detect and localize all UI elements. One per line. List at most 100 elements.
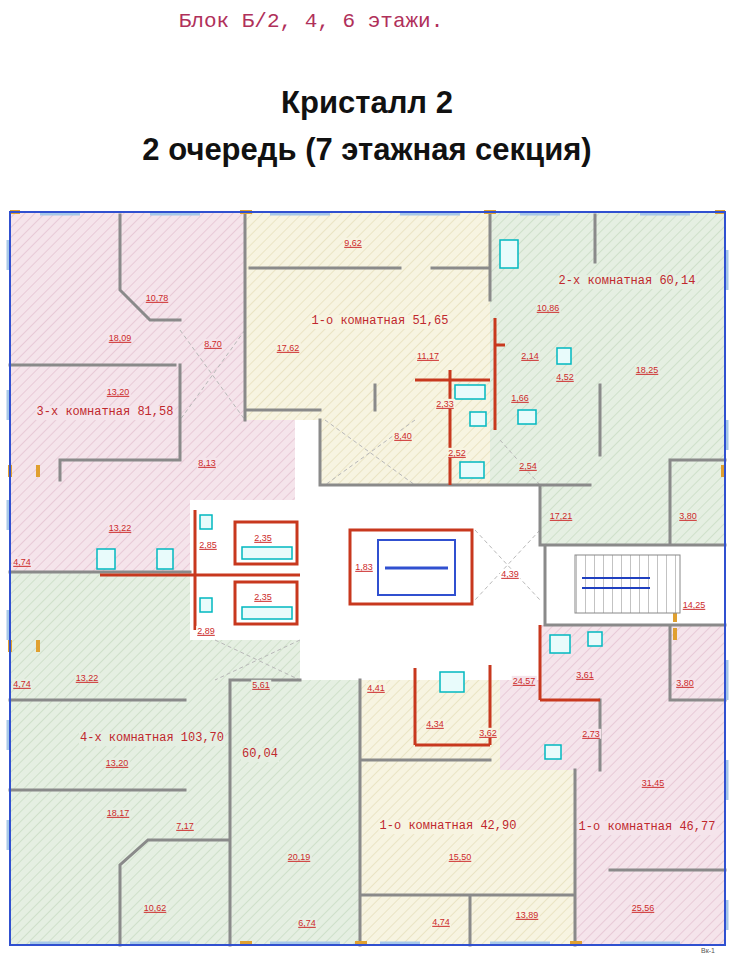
room-area: 2,33 [435,399,455,409]
room-area: 13,20 [106,387,131,397]
label-anchor: 4,74 [12,679,32,689]
label-anchor: 11,17 [416,351,440,361]
sheet-code: Вк-1 [700,947,716,955]
room-area: 17,62 [276,343,301,353]
label-anchor: 5,61 [251,680,271,690]
room-area: 8,13 [197,458,217,468]
label-anchor: 2,89 [196,626,216,636]
room-area: 15,50 [448,852,473,862]
room-area: 2,35 [253,533,273,543]
label-anchor: 7,17 [175,821,195,831]
apartment-area [245,212,490,485]
label-anchor: 1,83 [354,562,374,572]
label-anchor: 1-о комнатная 51,65 [311,315,450,329]
label-anchor: 3-х комнатная 81,58 [36,406,175,420]
block-note: Блок Б/2, 4, 6 этажи. [178,10,445,34]
room-area: 2,14 [520,351,540,361]
label-anchor: 1-о комнатная 42,90 [379,820,518,834]
fixtures [97,240,602,759]
fixture [588,632,602,646]
windows [8,212,727,943]
label-anchor: 20,19 [287,852,312,862]
label-anchor: 13,20 [105,758,130,768]
label-anchor: 9,62 [343,238,363,248]
room-area: 4,39 [500,569,520,579]
fixture [440,672,464,692]
label-anchor: 13,22 [108,523,133,533]
room-area: 1,83 [354,562,374,572]
room-area: 18,09 [108,333,133,343]
room-area: 4,52 [555,372,575,382]
label-anchor: 60,04 [241,748,279,762]
stair-steps [575,555,680,613]
label-anchor: 25,56 [631,903,656,913]
room-area: 3,80 [678,511,698,521]
bathroom [235,582,297,624]
label-anchor: 17,21 [549,511,574,521]
label-anchor: 31,45 [641,778,666,788]
room-area: 2,89 [196,626,216,636]
title-anchor: Кристалл 2 [280,85,454,121]
label-anchor: 10,78 [145,293,170,303]
label-anchor: 10,86 [536,303,561,313]
bathroom [235,522,297,564]
subtitle: 2 очередь (7 этажная секция) [141,132,592,168]
room-area: 2,54 [518,461,538,471]
room-area: 8,40 [393,431,413,441]
fixture [200,515,212,529]
label-anchor: 4,39 [500,569,520,579]
room-area: 2,85 [198,540,218,550]
apartment-label: 1-о комнатная 46,77 [578,821,717,835]
room-area: 18,25 [635,365,660,375]
label-anchor: 1-о комнатная 46,77 [578,821,717,835]
room-area: 13,89 [515,910,540,920]
label-anchor: 3,61 [575,670,595,680]
room-area: 3,62 [478,728,498,738]
elevator [350,530,472,604]
plumbing-shafts [100,318,600,745]
fixture [518,410,536,424]
fixture [500,240,518,268]
label-anchor: 8,13 [197,458,217,468]
label-anchor: 4,34 [425,719,445,729]
label-anchor: 4,41 [366,683,386,693]
room-area: 20,19 [287,852,312,862]
room-area: 2,73 [581,729,601,739]
label-anchor: 8,70 [203,339,223,349]
room-area: 4,74 [12,679,32,689]
label-anchor: 2,73 [581,729,601,739]
label-anchor: 4,52 [555,372,575,382]
label-anchor: 6,74 [297,918,317,928]
label-anchor: 10,62 [143,903,168,913]
label-anchor: 18,17 [106,808,131,818]
room-area: 13,22 [75,673,100,683]
label-anchor: 13,89 [515,910,540,920]
label-anchor: 24,57 [512,676,537,686]
dashed-line [180,330,540,680]
room-area: 5,61 [251,680,271,690]
apartment-areas [10,212,725,945]
apartment-label: 4-х комнатная 103,70 [79,732,225,746]
label-anchor: 2,14 [520,351,540,361]
room-area: 2,52 [447,448,467,458]
fixture [470,412,486,426]
apartment-area [10,572,360,945]
fixture [97,549,115,569]
apartment-label: 2-х комнатная 60,14 [558,275,697,289]
room-area: 9,62 [343,238,363,248]
window [8,214,727,943]
fixture [242,547,292,559]
apartment-label: 60,04 [241,748,279,762]
fixture [557,348,571,364]
apartment-label: 1-о комнатная 51,65 [311,315,450,329]
window-corner [10,212,725,943]
label-anchor: 2,54 [518,461,538,471]
room-area: 2,35 [253,592,273,602]
elevator-car [378,540,455,595]
label-anchor: 2,35 [253,533,273,543]
room-area: 14,25 [682,600,707,610]
fixture [242,607,292,619]
room-area: 3,80 [675,678,695,688]
label-anchor: 4,74 [12,557,32,567]
elevator-shaft [350,530,472,604]
